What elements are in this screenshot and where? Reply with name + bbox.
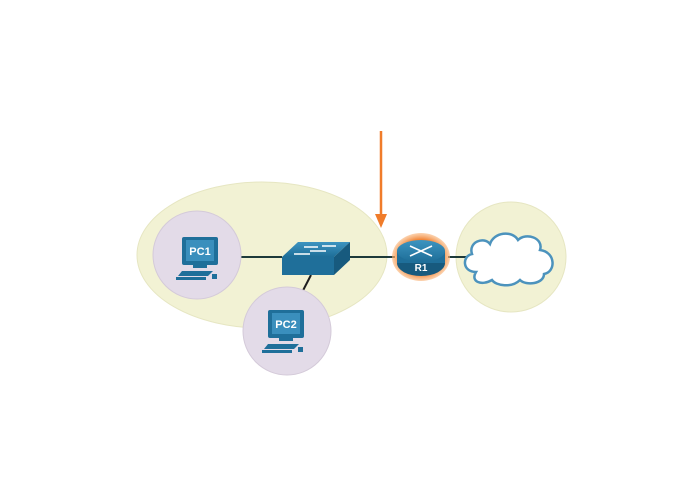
switch-node[interactable] (282, 242, 350, 275)
computer-icon (176, 237, 218, 280)
switch-arrows-icon (294, 245, 336, 255)
router-arrows-icon (409, 245, 433, 257)
computer-icon (262, 310, 304, 353)
pc1-node[interactable]: PC1 (152, 210, 242, 300)
router-r1-node[interactable]: R1 (392, 233, 450, 281)
pc2-label: PC2 (275, 319, 296, 331)
r1-label: R1 (415, 263, 428, 274)
annotation-arrow (375, 131, 387, 228)
pc1-label: PC1 (189, 246, 210, 258)
cloud-icon[interactable] (463, 232, 554, 287)
pc2-node[interactable]: PC2 (242, 286, 332, 376)
